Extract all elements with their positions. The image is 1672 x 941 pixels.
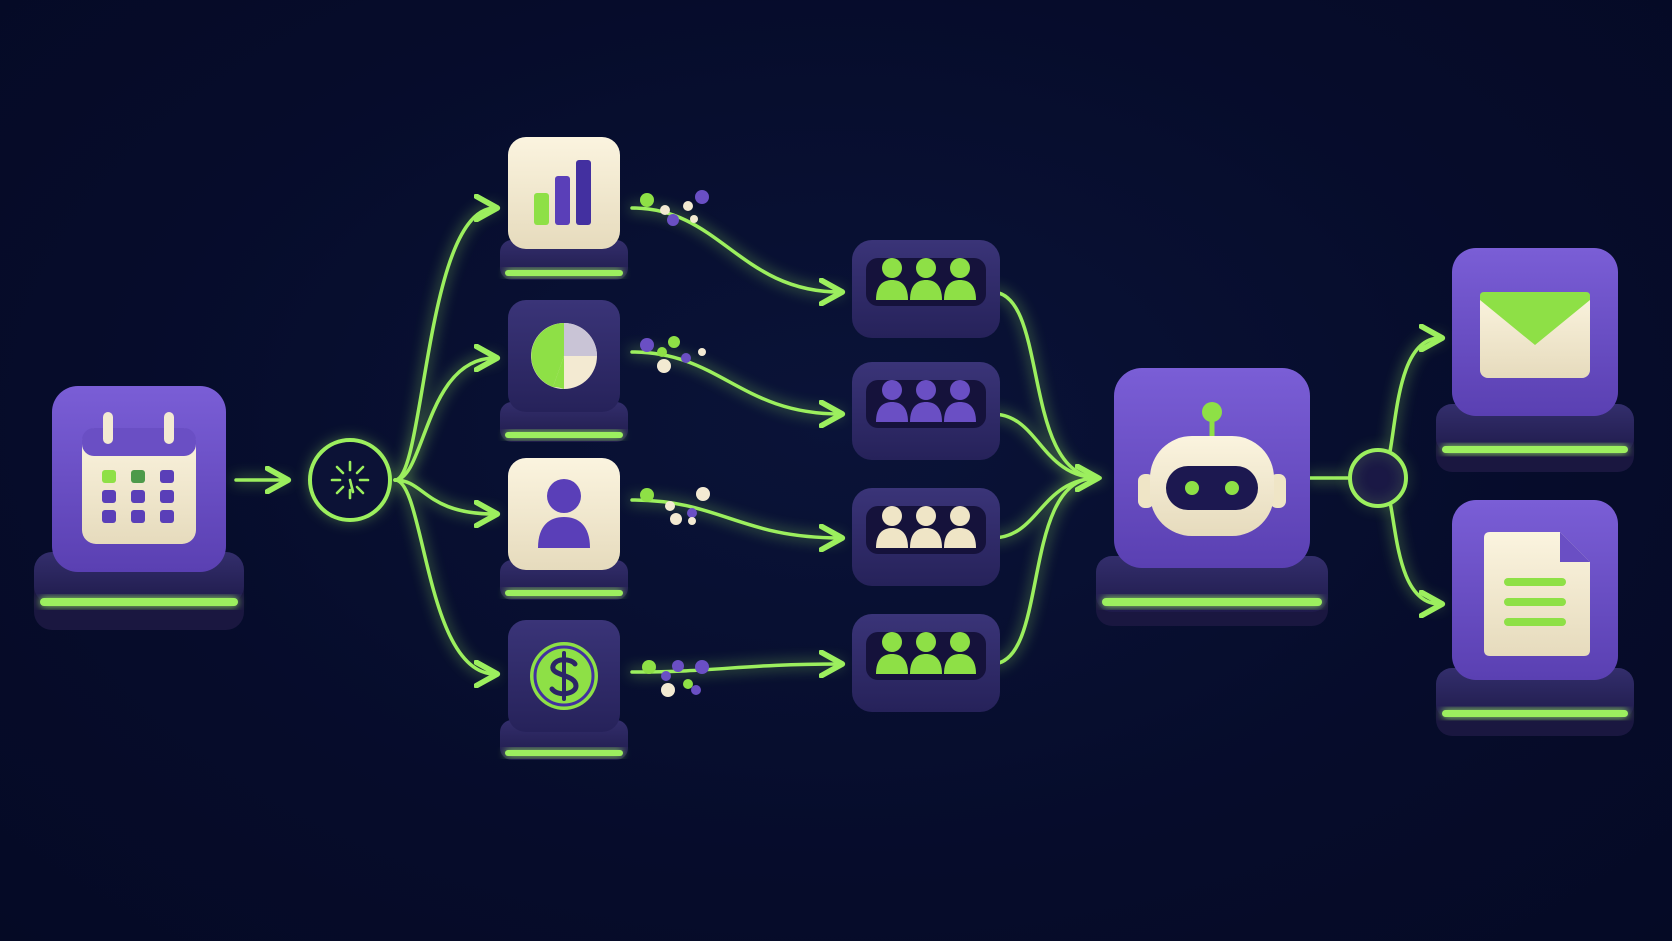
edge-group1-robot (990, 290, 1102, 480)
segment-purple (852, 362, 1000, 460)
people-group-icon (876, 258, 976, 300)
segment-green-1 (852, 240, 1000, 338)
edge-splitter-barchart (393, 208, 495, 482)
bar-chart-node (500, 137, 628, 280)
dollar-node (500, 620, 628, 760)
merge-hub (1348, 448, 1408, 508)
edge-group4-robot (990, 478, 1096, 666)
calendar-node (34, 386, 244, 630)
bar-chart-icon (534, 160, 591, 225)
calendar-icon (82, 412, 196, 544)
dollar-icon (530, 642, 598, 710)
edge-dollar-group4 (630, 664, 840, 672)
split-hub-icon (330, 460, 370, 500)
email-node (1436, 248, 1634, 472)
edge-splitter-user (393, 478, 495, 514)
edge-splitter-dollar (393, 478, 495, 674)
segment-cream (852, 488, 1000, 586)
people-group-icon (876, 632, 976, 674)
robot-icon (1138, 402, 1286, 536)
document-node (1436, 500, 1634, 736)
pie-chart-icon (531, 323, 597, 389)
edge-splitter-piechart (393, 358, 495, 482)
document-icon (1484, 532, 1590, 656)
splitter-hub (308, 438, 392, 522)
people-group-icon (876, 506, 976, 548)
segment-green-2 (852, 614, 1000, 712)
envelope-icon (1480, 292, 1590, 378)
data-particles (640, 190, 710, 697)
user-node (500, 458, 628, 600)
people-group-icon (876, 380, 976, 422)
pie-chart-node (500, 300, 628, 442)
user-icon (538, 479, 590, 548)
robot-node (1096, 368, 1328, 626)
edge-user-group3 (630, 498, 840, 538)
